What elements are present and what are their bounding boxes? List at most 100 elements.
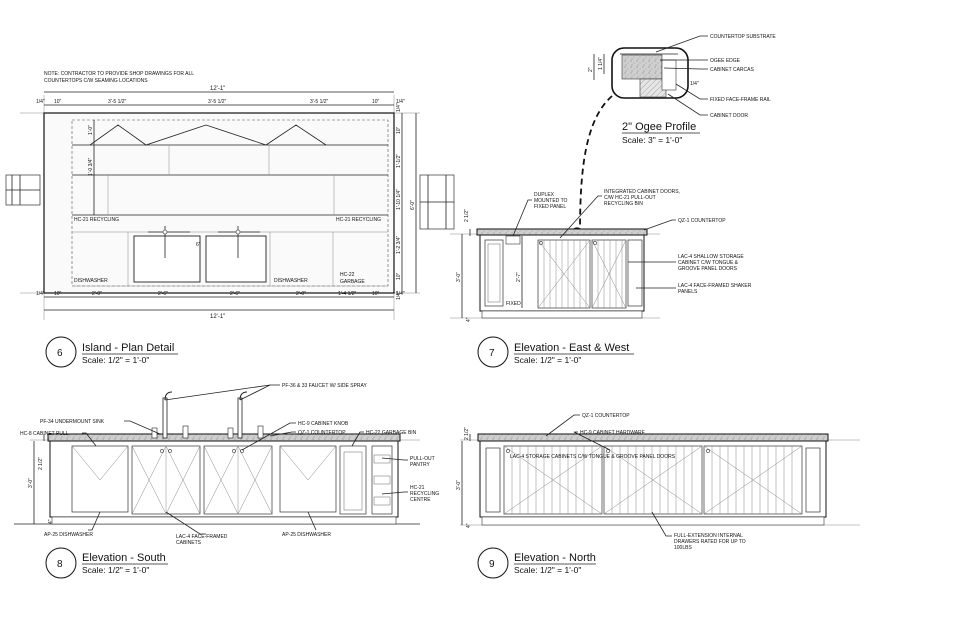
- title-scale: Scale: 1/2" = 1'-0": [82, 565, 149, 575]
- title-text: Island - Plan Detail: [82, 342, 174, 354]
- ew-callout: MOUNTED TO: [534, 198, 568, 204]
- plan-label: GARBAGE: [340, 279, 365, 285]
- profile-callout: OGEE EDGE: [710, 58, 741, 64]
- south-callout: PF-36 & 33 FAUCET W/ SIDE SPRAY: [282, 383, 368, 389]
- north-callout: FULL-EXTENSION INTERNAL: [674, 533, 743, 539]
- plan-bottom-dim: 2'-6": [158, 291, 168, 297]
- profile-title: 2" Ogee Profile: [622, 121, 696, 133]
- south-callout: QZ-1 COUNTERTOP: [298, 430, 346, 436]
- profile-scale: Scale: 3" = 1'-0": [622, 135, 682, 145]
- ogee-profile-detail: COUNTERTOP SUBSTRATE OGEE EDGE CABINET C…: [571, 34, 776, 239]
- profile-dim: 1 1/4": [598, 57, 604, 70]
- ew-callout: PANELS: [678, 289, 698, 295]
- title-scale: Scale: 1/2" = 1'-0": [82, 355, 149, 365]
- plan-bottom-dim: 10": [54, 291, 62, 297]
- plan-top-overall: 12'-1": [210, 86, 225, 92]
- north-dim: 4": [466, 523, 472, 528]
- title-number: 8: [57, 559, 63, 570]
- north-callout: 100LBS: [674, 545, 692, 551]
- ew-callout: GROOVE PANEL DOORS: [678, 266, 738, 272]
- plan-bottom-dim: 2'-6": [230, 291, 240, 297]
- ew-callout: CABINET C/W TONGUE &: [678, 260, 739, 266]
- plan-right-dim: 10": [396, 272, 402, 280]
- north-dim: 3'-0": [456, 480, 462, 490]
- plan-bottom-overall: 12'-1": [210, 314, 225, 320]
- south-callout: RECYCLING: [410, 491, 439, 497]
- title-block-6: 6 Island - Plan Detail Scale: 1/2" = 1'-…: [45, 336, 178, 368]
- profile-callout: COUNTERTOP SUBSTRATE: [710, 34, 776, 40]
- plan-right-dim: 1'-1/2": [396, 154, 402, 168]
- plan-side-stool-left: [5, 174, 41, 206]
- title-number: 9: [489, 559, 495, 570]
- profile-callout: FIXED FACE-FRAME RAIL: [710, 97, 771, 103]
- ew-callout: QZ-1 COUNTERTOP: [678, 218, 726, 224]
- south-callout: AP-25 DISHWASHER: [44, 532, 93, 538]
- ew-callout: LAC-4 SHALLOW STORAGE: [678, 254, 744, 260]
- plan-top-dim: 1/4": [36, 99, 45, 105]
- plan-right-dim: 1'-10 1/4": [396, 189, 402, 210]
- ew-dim: 2 1/2": [464, 209, 470, 222]
- note-line-1: NOTE: CONTRACTOR TO PROVIDE SHOP DRAWING…: [44, 71, 194, 77]
- south-dim: 4": [48, 519, 54, 524]
- ew-callout: DUPLEX: [534, 192, 555, 198]
- plan-top-dim: 10": [372, 99, 380, 105]
- elevation-east-west: 3'-0" 2 1/2" 2'-7" 4" FIXED DUPLEX MOUNT…: [450, 189, 752, 322]
- ew-dim: 4": [466, 317, 472, 322]
- plan-label: HC-21 RECYCLING: [74, 217, 119, 223]
- plan-label: HC-21 RECYCLING: [336, 217, 381, 223]
- ew-dim: 2'-7": [516, 272, 522, 282]
- title-text: Elevation - North: [514, 552, 596, 564]
- faucet-right: [227, 391, 264, 439]
- plan-label: HC-22: [340, 272, 355, 278]
- north-callout: DRAWERS RATED FOR UP TO: [674, 539, 746, 545]
- title-text: Elevation - South: [82, 552, 166, 564]
- plan-top-dim: 3'-5 1/2": [208, 99, 227, 105]
- plan-left-dim: 1'-0": [88, 125, 94, 135]
- ew-fixed: FIXED: [506, 301, 521, 307]
- plan-top-dim: 3'-5 1/2": [108, 99, 127, 105]
- north-callout: HC-9 CABINET HARDWARE: [580, 430, 646, 436]
- profile-dim: 2": [588, 67, 594, 72]
- south-callout: CENTRE: [410, 497, 431, 503]
- title-block-9: 9 Elevation - North Scale: 1/2" = 1'-0": [477, 547, 596, 579]
- south-dim: 2 1/2": [38, 457, 44, 470]
- profile-callout: CABINET CARCAS: [710, 67, 754, 73]
- title-scale: Scale: 1/2" = 1'-0": [514, 565, 581, 575]
- south-callout: PULL-OUT: [410, 456, 435, 462]
- plan-right-dim: 1'-2 3/4": [396, 235, 402, 254]
- plan-bottom-dim: 2'-0": [92, 291, 102, 297]
- plan-label: DISHWASHER: [74, 278, 108, 284]
- south-callout: HC-8 CABINET PULL: [20, 431, 69, 437]
- plan-label: DISHWASHER: [274, 278, 308, 284]
- plan-right-dim: 10": [396, 126, 402, 134]
- title-block-7: 7 Elevation - East & West Scale: 1/2" = …: [477, 336, 634, 368]
- south-callout: HC-21: [410, 485, 425, 491]
- plan-side-stool-right: [419, 174, 455, 230]
- plan-top-dim: 10": [54, 99, 62, 105]
- ew-dim: 3'-0": [456, 272, 462, 282]
- plan-top-dim: 1/4": [396, 99, 405, 105]
- plan-top-dim: 3'-5 1/2": [310, 99, 329, 105]
- note-line-2: COUNTERTOPS C/W SEAMING LOCATIONS: [44, 78, 148, 84]
- title-number: 7: [489, 348, 495, 359]
- elevation-north: 3'-0" 2 1/2" 4" QZ-1 COUNTERTOP HC-9 CAB…: [456, 413, 860, 551]
- north-dim: 2 1/2": [464, 427, 470, 440]
- south-callout: HC-22 GARBAGE BIN: [366, 430, 417, 436]
- south-dim: 3'-0": [28, 478, 34, 488]
- profile-callout: CABINET DOOR: [710, 113, 748, 119]
- ew-callout: INTEGRATED CABINET DOORS,: [604, 189, 680, 195]
- title-number: 6: [57, 348, 63, 359]
- plan-right-total: 6'-0": [410, 200, 416, 210]
- title-text: Elevation - East & West: [514, 342, 629, 354]
- ew-callout: LAC-4 FACE-FRAMED SHAKER: [678, 283, 752, 289]
- ew-callout: RECYCLING BIN: [604, 201, 643, 207]
- plan-right-dim: 1/4": [396, 103, 402, 112]
- ew-callout: FIXED PANEL: [534, 204, 566, 210]
- title-scale: Scale: 1/2" = 1'-0": [514, 355, 581, 365]
- south-callout: CABINETS: [176, 540, 202, 546]
- plan-bottom-dim: 1/4": [36, 291, 45, 297]
- plan-left-dim: 1'-0 3/4": [88, 157, 94, 176]
- elevation-south: 3'-0" 2 1/2" 4" PF-36 & 33 FAUCET W/ SID…: [14, 383, 439, 546]
- plan-detail: 12'-1" 1/4" 10" 3'-5 1/2" 3'-5 1/2" 3'-5…: [5, 86, 455, 320]
